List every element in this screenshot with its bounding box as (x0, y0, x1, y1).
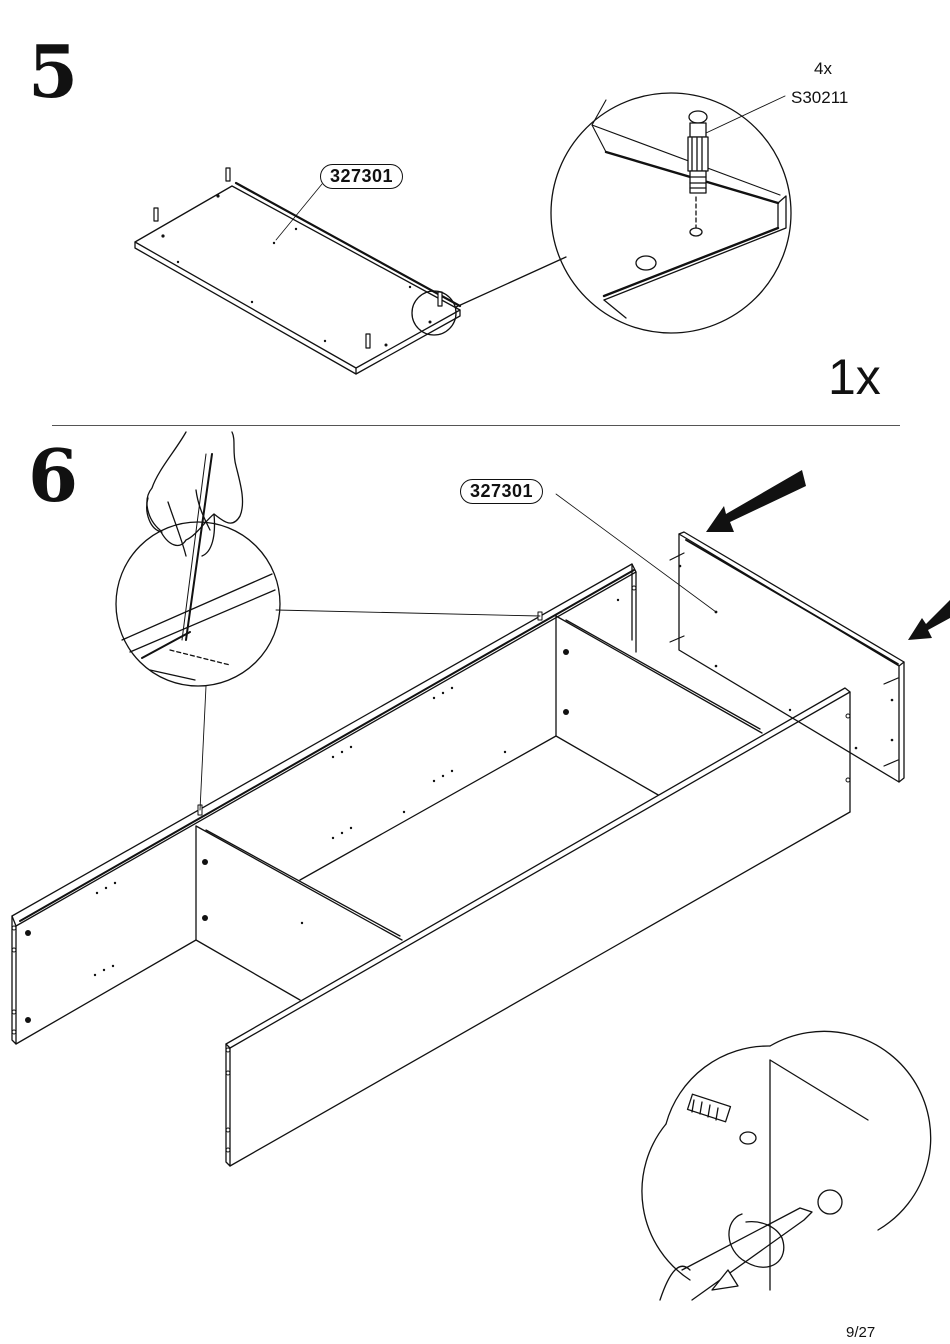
page-number: 9/27 (846, 1324, 875, 1341)
rotation-arrow-icon (712, 1214, 784, 1290)
part-code-badge: 327301 (460, 479, 543, 504)
push-arrow-icon (706, 470, 950, 640)
step5-detail (551, 93, 791, 333)
screwdriver-icon (642, 1031, 931, 1300)
step6-side-panel (556, 494, 904, 782)
part-code-badge: 327301 (320, 164, 403, 189)
cam-bolt-icon (688, 111, 708, 193)
step5-panel (135, 168, 566, 374)
step6-carcass (12, 564, 850, 1166)
cam-bolt-icon (688, 1094, 756, 1144)
